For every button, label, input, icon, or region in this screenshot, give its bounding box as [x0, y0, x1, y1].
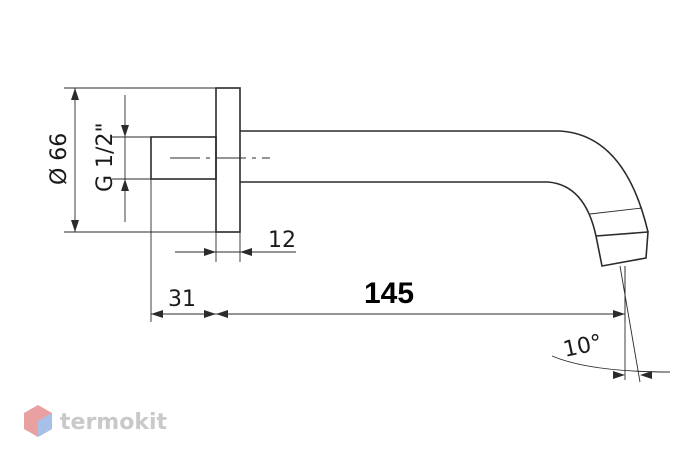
thread-arrow-top: [121, 125, 129, 137]
plate-arrow-right: [240, 248, 252, 256]
spout-body: [240, 130, 649, 237]
diameter-arrow-top: [71, 88, 79, 100]
spout-tip: [595, 231, 649, 267]
angle-arrow-left: [613, 371, 625, 379]
angle-arc: [551, 355, 671, 373]
termokit-logo: termokit: [24, 405, 167, 437]
length-label: 145: [364, 277, 414, 310]
length-arrow-left: [216, 310, 228, 318]
spout-tip-band: [589, 207, 643, 215]
diameter-label: Ø 66: [47, 133, 72, 185]
plate-arrow-left: [204, 248, 216, 256]
thread-label: G 1/2": [93, 122, 118, 192]
spigot-arrow-right: [204, 310, 216, 318]
length-arrow-right: [613, 310, 625, 318]
plate-thickness-label: 12: [268, 228, 296, 253]
spigot-arrow-left: [151, 310, 163, 318]
angle-arrow-right: [640, 371, 652, 379]
angle-line-inclined: [619, 265, 641, 383]
wall-plate: [215, 87, 241, 233]
angle-label: 10°: [561, 330, 604, 363]
spigot-length-label: 31: [168, 287, 196, 312]
diameter-arrow-bottom: [71, 220, 79, 232]
logo-brand-text: termokit: [60, 410, 167, 435]
thread-arrow-bottom: [121, 179, 129, 191]
